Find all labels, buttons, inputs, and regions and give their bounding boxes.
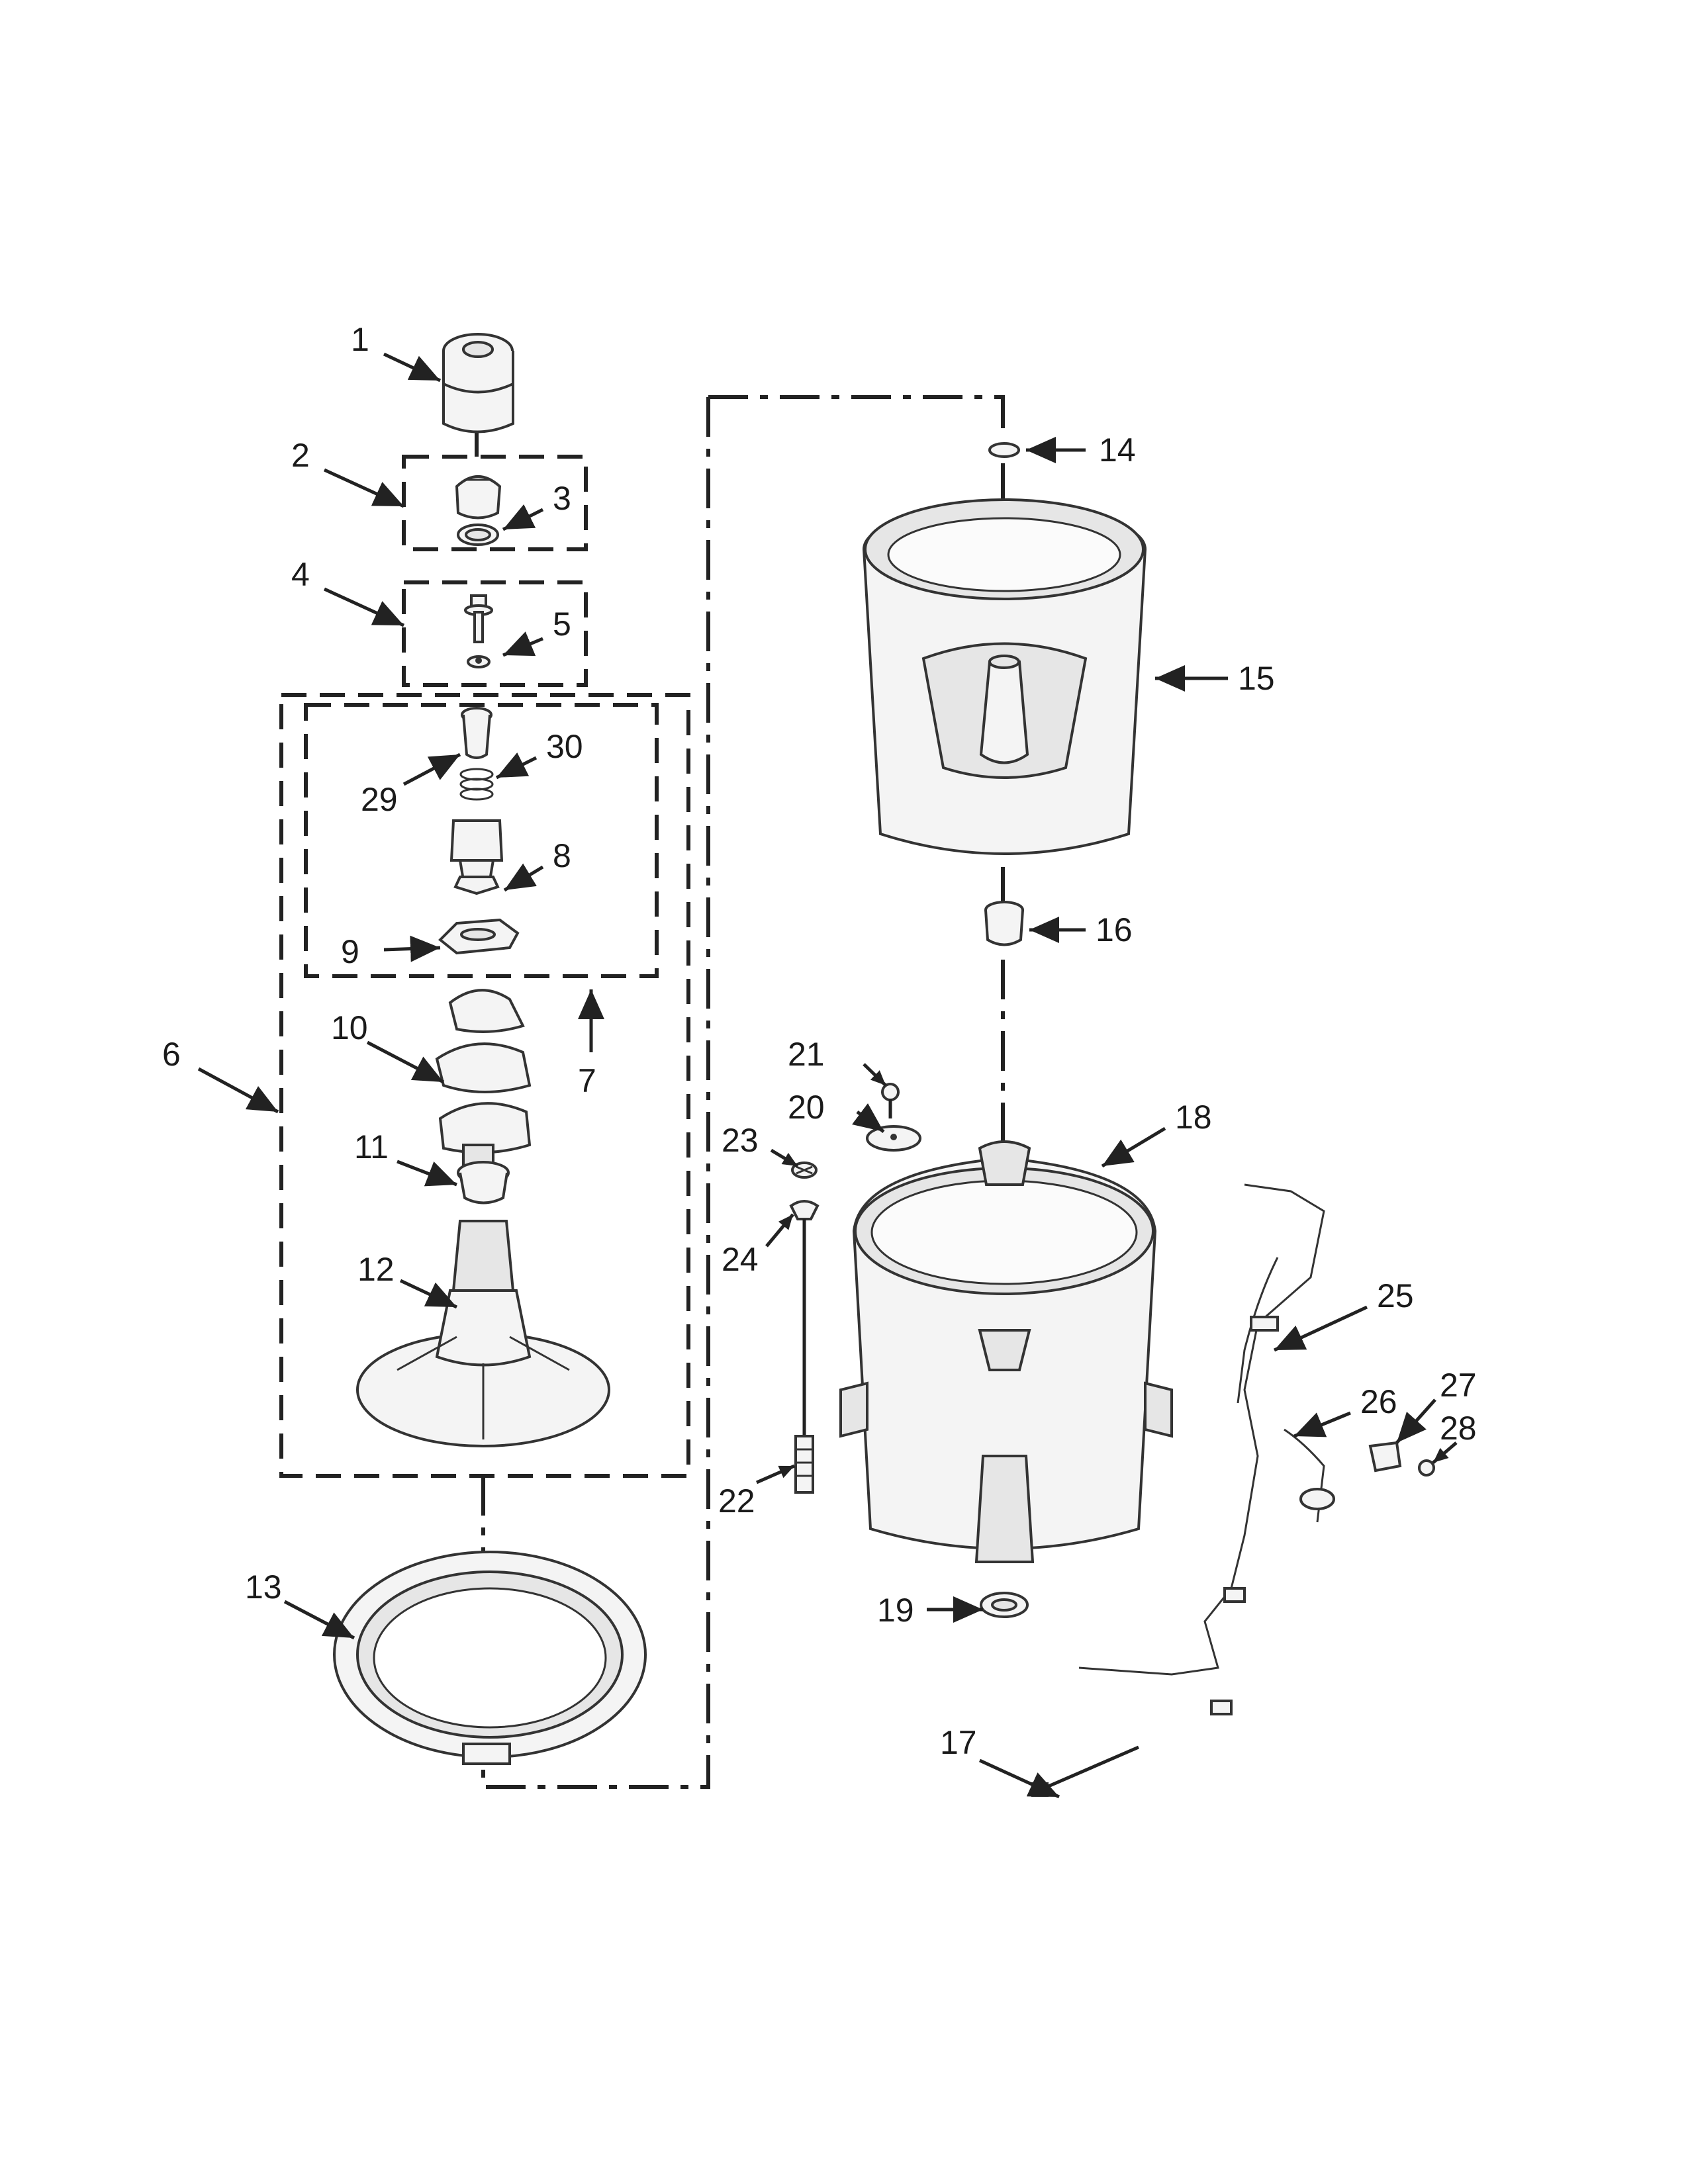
- part-9-retainer: [438, 918, 520, 955]
- callout-15: 15: [1238, 660, 1275, 697]
- box-7: [304, 703, 659, 978]
- callout-24: 24: [722, 1241, 759, 1278]
- callout-labels: 1 2 3 4 5 6 7 8 9 10 11 12 13 14 15 16 1…: [162, 321, 1477, 1761]
- callout-4: 4: [291, 556, 310, 593]
- part-30-spring: [459, 768, 494, 801]
- part-16-drive-tube: [984, 901, 1024, 946]
- part-17-sensor: [1031, 1745, 1139, 1797]
- leader-arrows: [197, 352, 1458, 1799]
- callout-20: 20: [788, 1089, 825, 1126]
- callout-5: 5: [553, 606, 571, 643]
- callout-28: 28: [1440, 1410, 1477, 1447]
- part-11-bearing: [457, 1161, 510, 1205]
- callout-22: 22: [718, 1482, 755, 1520]
- callout-30: 30: [546, 728, 583, 765]
- part-10-auger: [435, 989, 532, 1169]
- part-13-balance-ring: [333, 1551, 647, 1765]
- part-23-bolt: [791, 1161, 818, 1179]
- part-3-ring: [457, 523, 499, 546]
- callout-19: 19: [877, 1592, 914, 1629]
- callout-12: 12: [357, 1251, 395, 1288]
- callout-29: 29: [361, 781, 398, 818]
- part-19-seal: [980, 1592, 1029, 1618]
- part-27-clamp: [1368, 1441, 1402, 1473]
- part-28-screw: [1418, 1459, 1435, 1477]
- part-22-suspension-rod: [794, 1238, 814, 1494]
- callout-1: 1: [351, 321, 369, 358]
- box-2: [402, 455, 588, 551]
- assembly-boxes: [279, 455, 690, 1478]
- part-26-hose: [1284, 1428, 1335, 1523]
- callout-3: 3: [553, 480, 571, 517]
- part-20-plate: [866, 1125, 921, 1152]
- callout-17: 17: [940, 1724, 977, 1761]
- callout-14: 14: [1099, 432, 1136, 469]
- part-24-damper-cap: [789, 1200, 820, 1238]
- part-1-cap: [442, 333, 514, 433]
- callout-8: 8: [553, 837, 571, 874]
- part-2-cam: [455, 475, 502, 520]
- callout-27: 27: [1440, 1367, 1477, 1404]
- box-6: [279, 693, 690, 1478]
- callout-21: 21: [788, 1036, 825, 1073]
- callout-6: 6: [162, 1036, 181, 1073]
- part-4-bolt: [464, 594, 493, 643]
- callout-2: 2: [291, 437, 310, 474]
- callout-9: 9: [341, 933, 359, 970]
- part-25-wire-harness: [1078, 1183, 1325, 1715]
- part-5-washer: [467, 655, 491, 668]
- part-29-bushing: [461, 707, 492, 759]
- callout-11: 11: [354, 1128, 389, 1165]
- callout-16: 16: [1096, 911, 1133, 948]
- part-8-dogs: [449, 819, 504, 895]
- callout-10: 10: [331, 1009, 368, 1046]
- part-21-screw: [881, 1083, 900, 1118]
- part-12-agitator-base: [356, 1220, 610, 1447]
- part-18-outer-tub: [839, 1140, 1173, 1563]
- callout-23: 23: [722, 1122, 759, 1159]
- callout-13: 13: [245, 1569, 282, 1606]
- callout-7: 7: [578, 1062, 596, 1099]
- box-4: [402, 580, 588, 687]
- callout-18: 18: [1175, 1099, 1212, 1136]
- callout-25: 25: [1377, 1277, 1414, 1314]
- callout-26: 26: [1360, 1383, 1397, 1420]
- part-14-nut: [988, 442, 1020, 458]
- part-15-basket: [862, 498, 1147, 855]
